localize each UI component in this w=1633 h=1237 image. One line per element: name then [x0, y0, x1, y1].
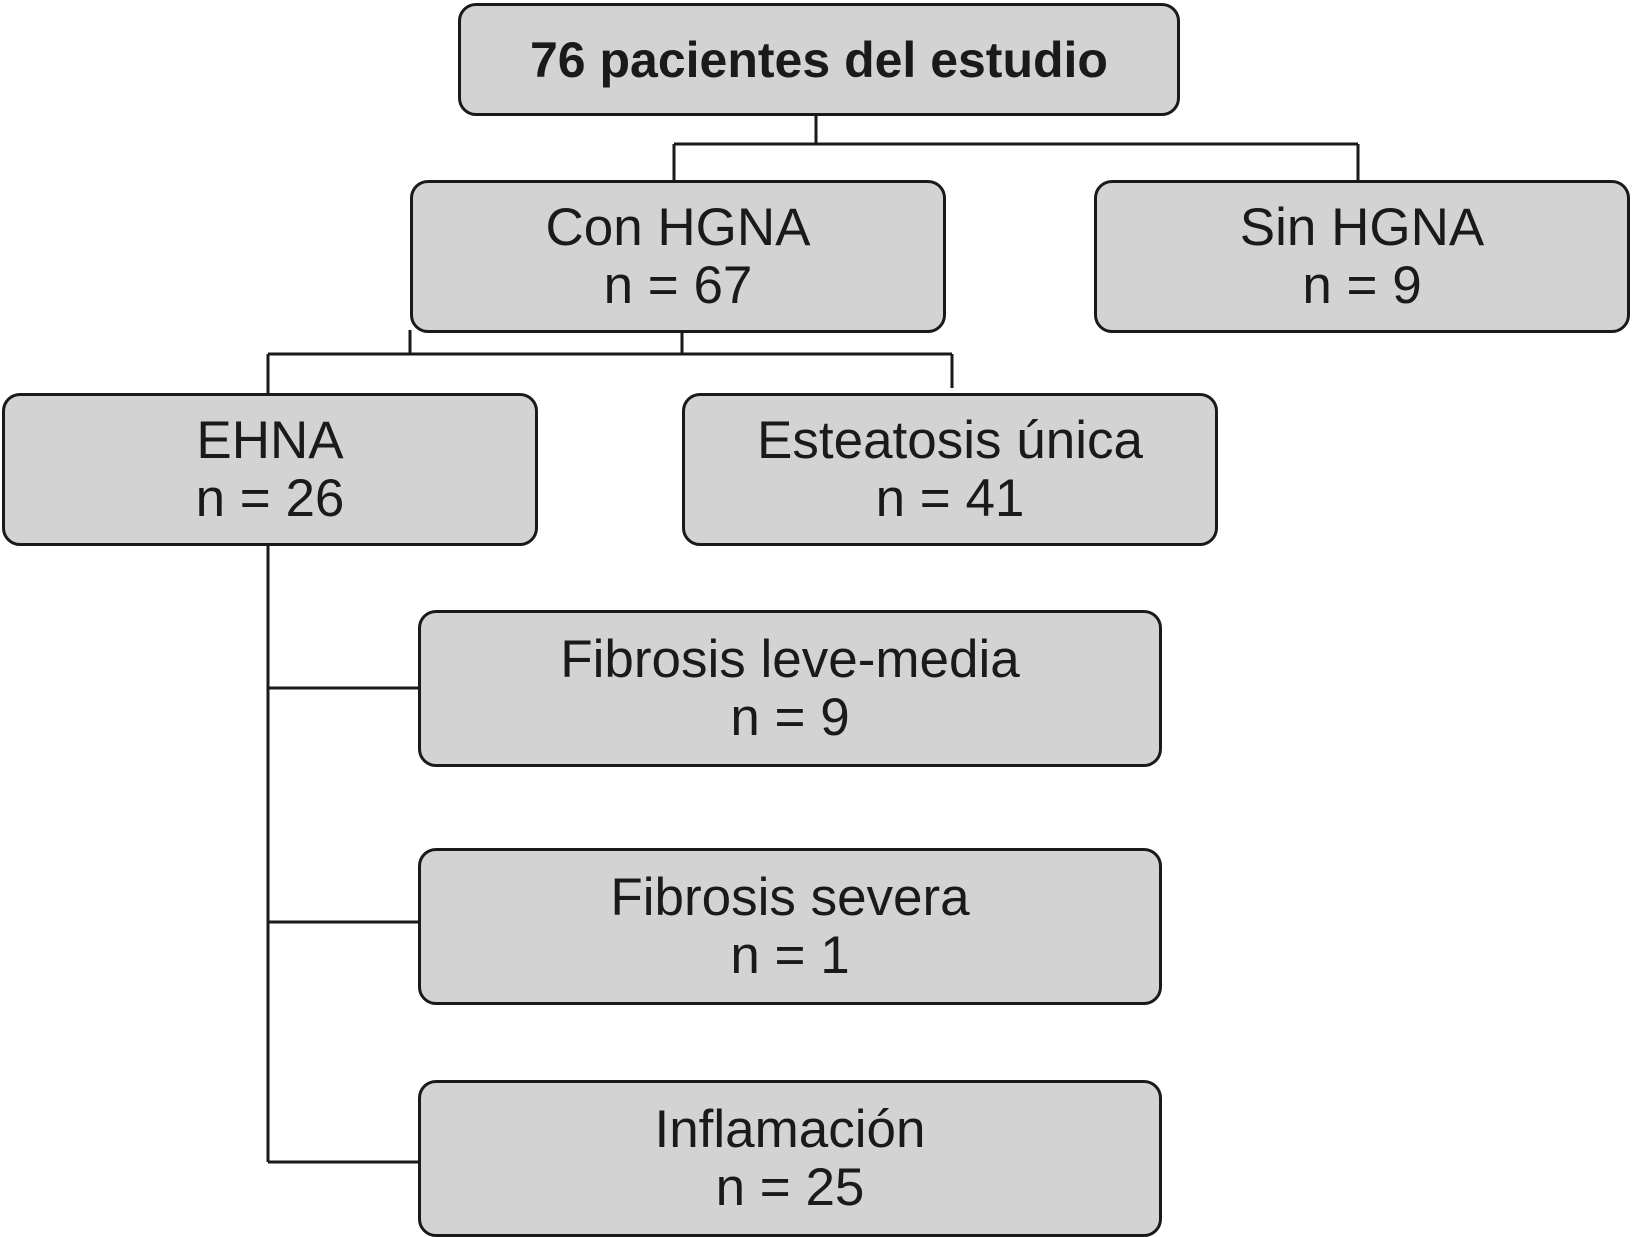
- node-sin-hgna-count: n = 9: [1302, 255, 1422, 315]
- node-ehna-label: EHNA: [196, 410, 344, 470]
- node-fibrosis-leve-count: n = 9: [730, 687, 850, 747]
- node-con-hgna-count: n = 67: [603, 255, 753, 315]
- node-ehna: EHNA n = 26: [2, 393, 538, 546]
- node-sin-hgna-label: Sin HGNA: [1239, 197, 1485, 257]
- node-fibrosis-leve-label: Fibrosis leve-media: [560, 629, 1020, 689]
- node-inflamacion-count: n = 25: [715, 1157, 865, 1217]
- node-fibrosis-severa: Fibrosis severa n = 1: [418, 848, 1162, 1005]
- node-esteatosis-count: n = 41: [875, 468, 1025, 528]
- node-con-hgna: Con HGNA n = 67: [410, 180, 946, 333]
- node-root: 76 pacientes del estudio: [458, 3, 1180, 116]
- node-inflamacion: Inflamación n = 25: [418, 1080, 1162, 1237]
- node-inflamacion-label: Inflamación: [654, 1099, 926, 1159]
- node-fibrosis-severa-label: Fibrosis severa: [610, 867, 970, 927]
- node-ehna-count: n = 26: [195, 468, 345, 528]
- node-esteatosis-label: Esteatosis única: [757, 410, 1143, 470]
- node-fibrosis-leve: Fibrosis leve-media n = 9: [418, 610, 1162, 767]
- node-root-label: 76 pacientes del estudio: [530, 31, 1108, 88]
- node-con-hgna-label: Con HGNA: [545, 197, 811, 257]
- node-fibrosis-severa-count: n = 1: [730, 925, 850, 985]
- node-sin-hgna: Sin HGNA n = 9: [1094, 180, 1630, 333]
- node-esteatosis: Esteatosis única n = 41: [682, 393, 1218, 546]
